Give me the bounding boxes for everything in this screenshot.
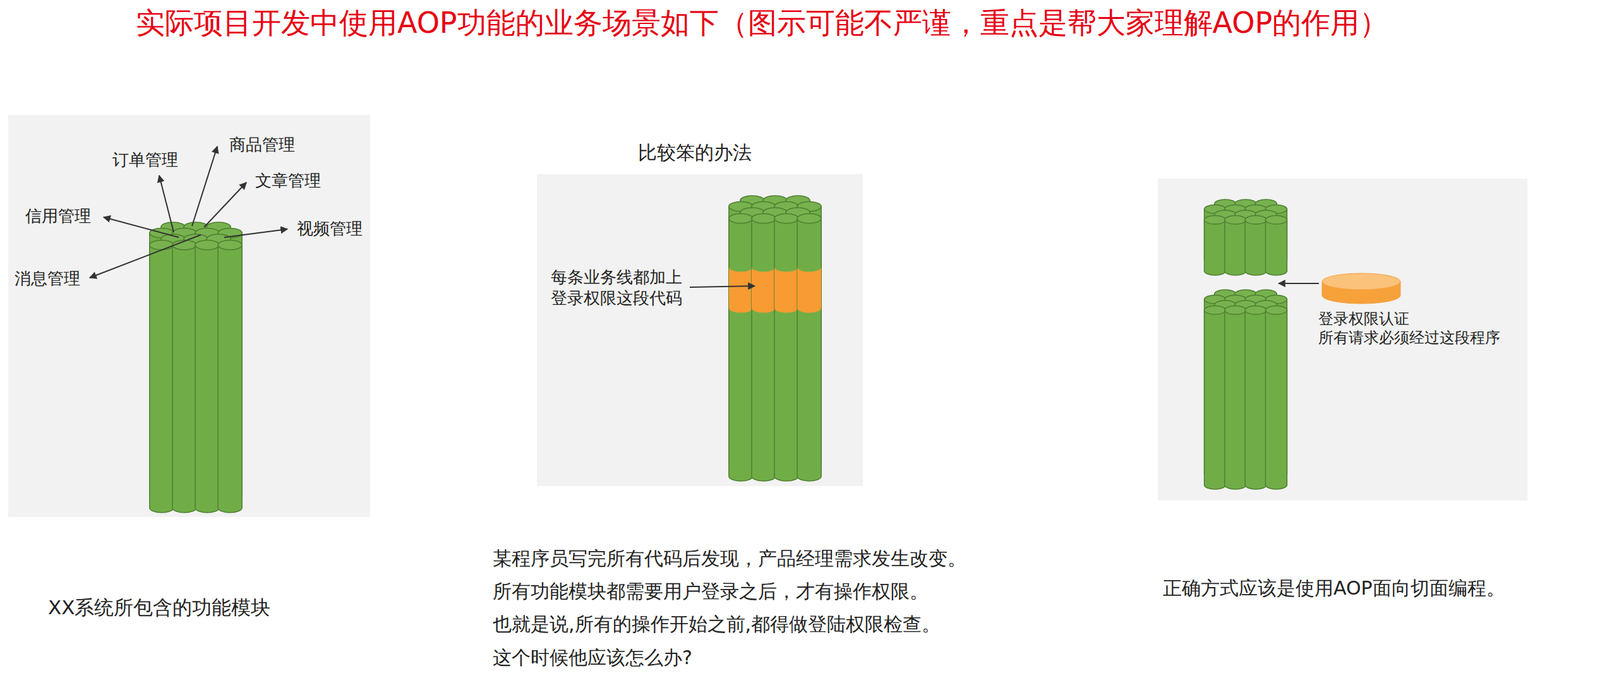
cylinder xyxy=(217,240,242,514)
cylinder xyxy=(195,240,220,514)
cylinder-body xyxy=(1245,310,1267,490)
note-line: 某程序员写完所有代码后发现，产品经理需求发生改变。 xyxy=(492,549,967,569)
cylinder-body xyxy=(1224,219,1247,276)
cylinder-bundles xyxy=(149,195,1288,513)
leader-arrow xyxy=(224,229,288,238)
cylinder xyxy=(1245,306,1267,491)
panel: 登录权限认证 所有请求必须经过这段程序 xyxy=(1157,178,1528,501)
leader-arrow xyxy=(89,234,201,278)
cylinder-top xyxy=(1265,216,1287,225)
cylinder-body xyxy=(1224,310,1247,490)
cylinder xyxy=(774,214,799,482)
cylinder-top xyxy=(195,240,220,251)
note-line: 也就是说,所有的操作开始之前,都得做登陆权限检查。 xyxy=(492,615,941,635)
cylinder-top xyxy=(1204,306,1227,316)
auth-disk xyxy=(1322,273,1401,304)
cylinder-bundle xyxy=(1204,289,1288,490)
module-label: 订单管理 xyxy=(112,151,179,169)
cylinder-body xyxy=(728,218,753,482)
title: 实际项目开发中使用AOP功能的业务场景如下（图示可能不严谨，重点是帮大家理解AO… xyxy=(135,8,1389,38)
module-label: 消息管理 xyxy=(14,270,81,287)
leader-arrow xyxy=(204,182,247,228)
leader-arrow xyxy=(192,146,218,227)
cylinder-body xyxy=(774,218,799,482)
panel-ground xyxy=(536,174,863,487)
leader-arrow xyxy=(689,286,755,288)
cylinder-top xyxy=(751,214,776,224)
caption: 正确方式应该是使用AOP面向切面编程。 xyxy=(1162,579,1506,599)
cylinder-top xyxy=(217,240,242,251)
callout-label: 登录权限认证 所有请求必须经过这段程序 xyxy=(1318,309,1510,348)
cylinder-top xyxy=(1265,306,1287,316)
module-label: 商品管理 xyxy=(229,136,295,153)
cylinder-body xyxy=(149,245,174,513)
leader-arrow xyxy=(1278,282,1319,285)
cylinder-body xyxy=(1204,219,1227,276)
cylinder-top xyxy=(728,214,753,224)
leader-arrow xyxy=(103,217,179,238)
code-band xyxy=(774,267,799,314)
cylinder-body xyxy=(1245,219,1267,276)
cylinder-body xyxy=(1265,310,1287,490)
cylinder xyxy=(728,214,753,482)
cylinder-top xyxy=(149,240,174,251)
disk-top xyxy=(1322,273,1401,290)
cylinder xyxy=(797,214,822,482)
cylinder xyxy=(172,240,197,513)
cylinder xyxy=(1204,306,1227,491)
cylinder-body xyxy=(1265,219,1287,276)
callout-label: 每条业务线都加上 登录权限这段代码 xyxy=(550,267,699,309)
cylinder-body xyxy=(797,218,822,482)
cylinder-body xyxy=(217,245,242,513)
cylinder-top xyxy=(1204,216,1227,225)
cylinder-top xyxy=(774,214,799,224)
panel: 比较笨的办法每条业务线都加上 登录权限这段代码 xyxy=(536,174,863,487)
code-band xyxy=(728,267,753,314)
cylinder-body xyxy=(1204,310,1227,490)
cylinder xyxy=(1204,216,1227,277)
module-label: 信用管理 xyxy=(25,207,91,225)
module-label: 文章管理 xyxy=(255,172,321,189)
cylinder xyxy=(1224,216,1247,277)
cylinder-top xyxy=(1245,216,1267,225)
note-line: 这个时候他应该怎么办? xyxy=(492,648,693,668)
code-band xyxy=(751,267,776,314)
panel-ground xyxy=(1157,178,1528,501)
cylinder xyxy=(1265,306,1287,491)
cylinder-body xyxy=(172,245,197,513)
cylinder xyxy=(1265,216,1287,277)
cylinder-top xyxy=(797,214,822,224)
code-band xyxy=(797,267,822,314)
cylinder-bundle xyxy=(1204,199,1288,276)
cylinder-top xyxy=(1245,306,1267,316)
panel: 商品管理订单管理文章管理信用管理视频管理消息管理 xyxy=(8,114,371,518)
caption: XX系统所包含的功能模块 xyxy=(48,598,271,618)
cylinder-bundle xyxy=(728,195,822,482)
cylinder xyxy=(1224,306,1247,491)
leader-arrow xyxy=(159,175,174,233)
cylinder-bundle xyxy=(149,222,242,513)
cylinder-top xyxy=(1224,306,1247,316)
cylinder xyxy=(751,214,776,482)
panel-ground xyxy=(8,114,371,518)
cylinder xyxy=(1245,216,1267,277)
cylinder-body xyxy=(195,245,220,513)
cylinder-body xyxy=(751,218,776,482)
cylinder-top xyxy=(1224,216,1247,225)
cylinder xyxy=(149,240,174,514)
panel-heading: 比较笨的办法 xyxy=(637,143,752,163)
note-line: 所有功能模块都需要用户登录之后，才有操作权限。 xyxy=(492,582,929,602)
module-label: 视频管理 xyxy=(296,220,363,237)
